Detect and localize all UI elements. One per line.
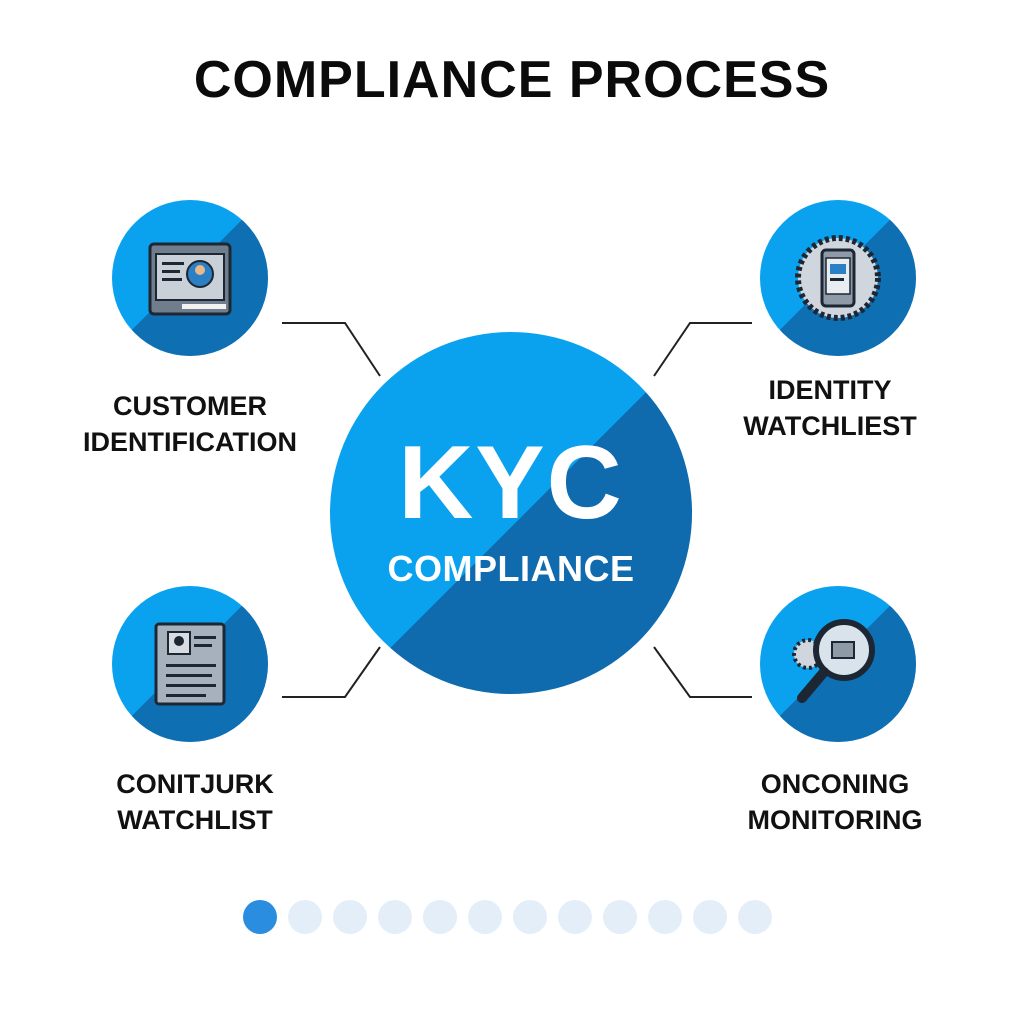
hub-title: KYC — [398, 425, 624, 541]
pagination-dot-4[interactable] — [378, 900, 412, 934]
kyc-hub-circle: KYC COMPLIANCE — [330, 332, 692, 694]
pagination-dot-8[interactable] — [558, 900, 592, 934]
hub-shadow — [330, 332, 692, 694]
mobile-device-icon — [795, 235, 881, 321]
pagination-dot-11[interactable] — [693, 900, 727, 934]
pagination-dot-12[interactable] — [738, 900, 772, 934]
pagination-dot-2[interactable] — [288, 900, 322, 934]
hub-subtitle: COMPLIANCE — [387, 548, 635, 589]
pagination-dot-10[interactable] — [648, 900, 682, 934]
document-icon — [154, 622, 226, 706]
pagination-dot-9[interactable] — [603, 900, 637, 934]
node-identity-watchliest — [760, 200, 916, 356]
label-conitjurk-watchlist: CONITJURK WATCHLIST — [116, 769, 274, 835]
pagination-dot-3[interactable] — [333, 900, 367, 934]
label-onconing-monitoring: ONCONING MONITORING — [747, 769, 923, 835]
id-card-icon — [148, 242, 232, 316]
magnifier-icon — [792, 619, 875, 703]
pagination-dots — [243, 900, 772, 934]
node-customer-identification — [112, 200, 268, 356]
pagination-dot-5[interactable] — [423, 900, 457, 934]
node-conitjurk-watchlist — [112, 586, 268, 742]
node-onconing-monitoring — [760, 586, 916, 742]
pagination-dot-6[interactable] — [468, 900, 502, 934]
label-customer-identification: CUSTOMER IDENTIFICATION — [83, 391, 297, 457]
pagination-dot-1[interactable] — [243, 900, 277, 934]
label-identity-watchliest: IDENTITY WATCHLIEST — [743, 375, 917, 441]
pagination-dot-7[interactable] — [513, 900, 547, 934]
page-title: COMPLIANCE PROCESS — [193, 51, 831, 109]
